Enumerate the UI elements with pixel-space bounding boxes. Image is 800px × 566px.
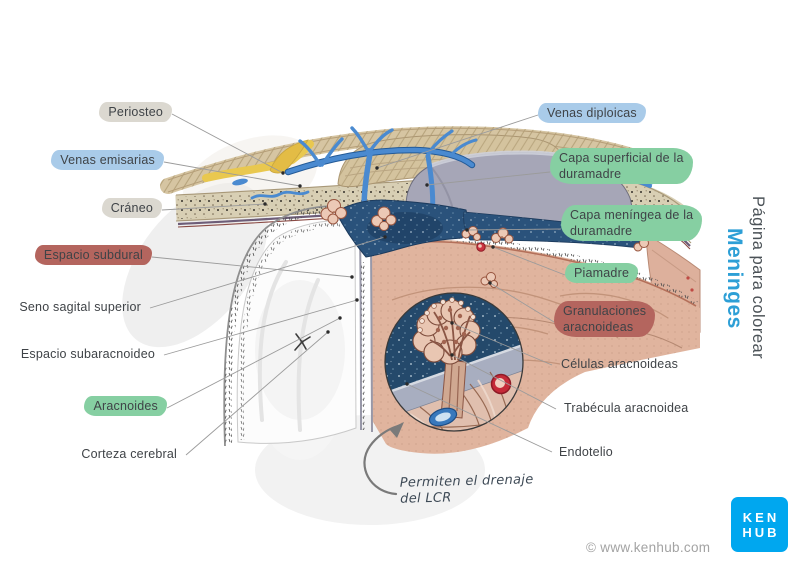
label-espacio-subaracnoideo: Espacio subaracnoideo — [12, 344, 164, 364]
label-seno-sagital-superior: Seno sagital superior — [10, 297, 150, 317]
diploic-and-emissary-veins — [250, 126, 478, 219]
label-text: Periosteo — [108, 105, 163, 119]
label-piamadre: Piamadre — [565, 263, 639, 283]
logo-line: HUB — [742, 524, 780, 540]
falx-cerebri — [359, 233, 373, 433]
label-text: Endotelio — [559, 445, 613, 459]
label-text: Cráneo — [110, 201, 153, 215]
label-text: Seno sagital superior — [19, 300, 141, 314]
page-subtitle-vertical: Página para colorear — [749, 196, 767, 360]
label-corteza-cerebral: Corteza cerebral — [72, 444, 186, 464]
label-venas-emisarias: Venas emisarias — [51, 150, 164, 170]
label-text: Granulaciones — [563, 304, 647, 318]
label-text: Espacio subaracnoideo — [20, 347, 155, 361]
arrow-to-inset — [363, 422, 404, 496]
label-text: duramadre — [570, 224, 633, 238]
label-celulas-aracnoideas: Células aracnoideas — [552, 354, 687, 374]
label-text: Aracnoides — [93, 399, 158, 413]
page-title-vertical: Meninges — [723, 228, 746, 329]
label-endotelio: Endotelio — [550, 442, 622, 462]
label-text: duramadre — [559, 167, 622, 181]
label-text: Capa meníngea de la — [570, 208, 694, 222]
label-venas-diploicas: Venas diploicas — [538, 103, 646, 123]
magnified-inset-circle — [384, 292, 524, 432]
label-text: Venas diploicas — [547, 106, 637, 120]
label-text: Trabécula aracnoidea — [564, 401, 689, 415]
label-espacio-subdural: Espacio subdural — [34, 245, 152, 265]
label-trabecula-aracnoidea: Trabécula aracnoidea — [555, 398, 697, 418]
label-capa-meningea-duramadre: Capa meníngea de la duramadre — [561, 205, 703, 241]
cortical-vessel — [476, 242, 486, 252]
label-aracnoides: Aracnoides — [84, 396, 167, 416]
left-hemisphere-uncolored — [223, 205, 357, 447]
label-granulaciones-aracnoideas: Granulaciones aracnoideas — [554, 301, 656, 337]
label-craneo: Cráneo — [101, 198, 162, 218]
logo-line: KEN — [742, 509, 780, 525]
label-text: aracnoideas — [563, 320, 634, 334]
label-text: Células aracnoideas — [561, 357, 679, 371]
handwritten-note: Permiten el drenaje del LCR — [400, 472, 535, 507]
leader-lines — [149, 113, 566, 456]
label-text: Espacio subdural — [43, 248, 143, 262]
label-text: Corteza cerebral — [81, 447, 177, 461]
copyright-text: © www.kenhub.com — [586, 540, 711, 555]
label-text: Capa superficial de la — [559, 151, 684, 165]
kenhub-logo: KEN HUB — [731, 497, 788, 552]
label-periosteo: Periosteo — [99, 102, 172, 122]
label-capa-superficial-duramadre: Capa superficial de la duramadre — [550, 148, 693, 184]
label-text: Piamadre — [574, 266, 630, 280]
label-text: Venas emisarias — [60, 153, 155, 167]
leader-dots — [263, 166, 495, 386]
